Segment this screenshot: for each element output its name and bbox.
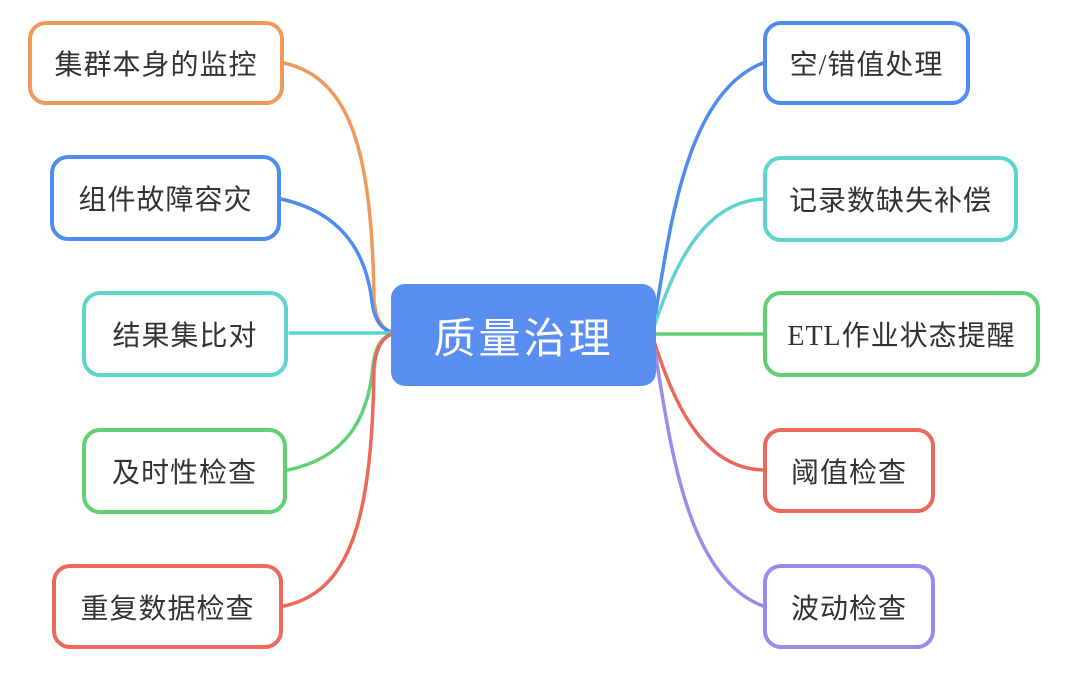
connector-line [650, 61, 765, 335]
right-branch-etl-status-alert[interactable]: ETL作业状态提醒 [763, 291, 1040, 377]
central-topic[interactable]: 质量治理 [391, 284, 656, 386]
connector-line [279, 197, 398, 335]
connector-line [282, 61, 398, 335]
connector-line [650, 333, 765, 608]
connector-line [650, 333, 765, 472]
left-branch-resultset-compare[interactable]: 结果集比对 [82, 291, 288, 377]
left-branch-timeliness-check[interactable]: 及时性检查 [82, 428, 287, 514]
connector-line [282, 331, 398, 608]
connector-line [286, 331, 398, 472]
left-branch-cluster-monitoring[interactable]: 集群本身的监控 [28, 21, 284, 105]
connector-line [650, 197, 765, 335]
left-branch-component-failover[interactable]: 组件故障容灾 [50, 155, 281, 241]
right-branch-null-error-handling[interactable]: 空/错值处理 [763, 21, 970, 105]
right-branch-fluctuation-check[interactable]: 波动检查 [763, 564, 935, 649]
right-branch-threshold-check[interactable]: 阈值检查 [763, 428, 935, 513]
right-branch-record-compensation[interactable]: 记录数缺失补偿 [763, 156, 1018, 242]
left-branch-duplicate-check[interactable]: 重复数据检查 [52, 564, 283, 649]
